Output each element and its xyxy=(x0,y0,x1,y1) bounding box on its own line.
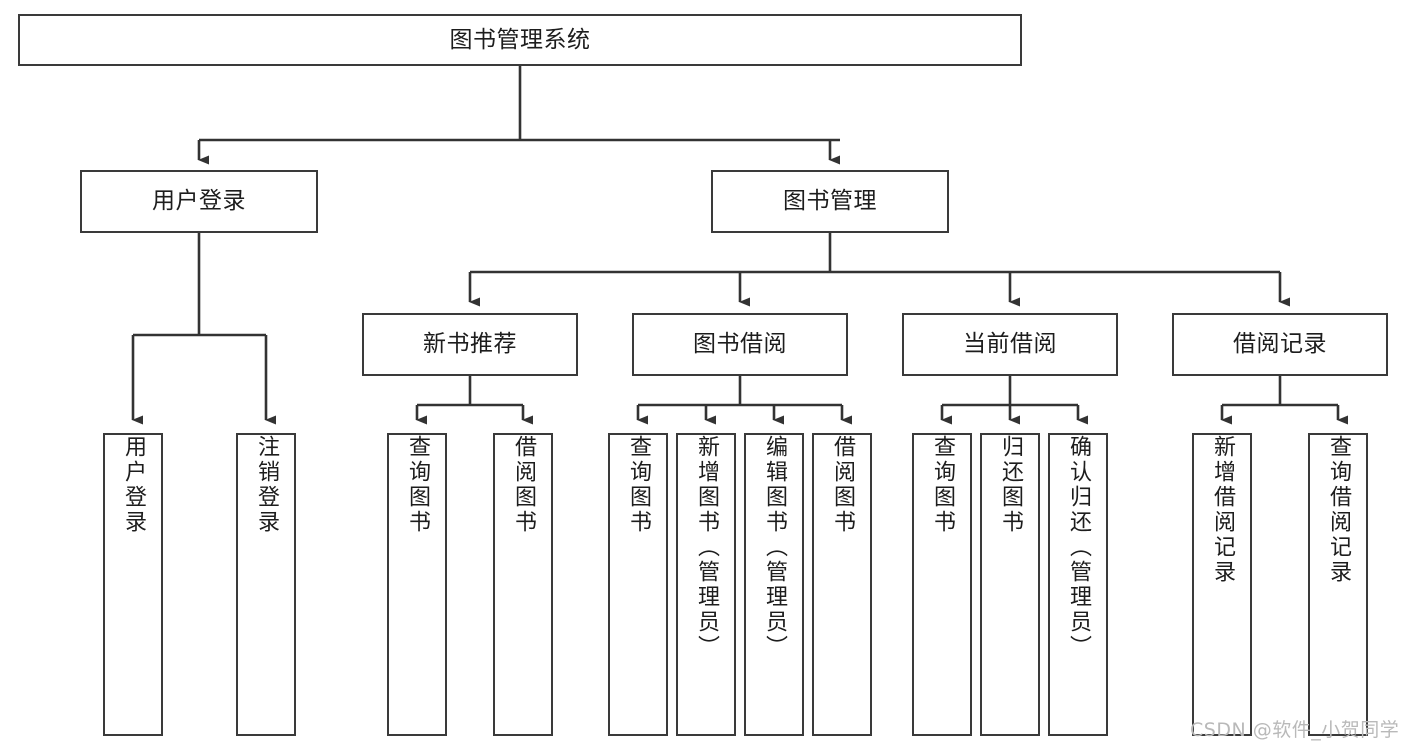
node-new-book-recommend[interactable]: 新书推荐 xyxy=(362,313,578,376)
node-label: 图书管理系统 xyxy=(449,26,591,53)
node-label: 用户登录 xyxy=(121,435,146,535)
node-user-login[interactable]: 用户登录 xyxy=(80,170,318,233)
node-label: 借阅图书 xyxy=(830,435,855,535)
node-label: 图书管理 xyxy=(783,188,877,215)
node-label: 查询借阅记录 xyxy=(1326,435,1351,585)
leaf-confirm-return-admin[interactable]: 确认归还（管理员） xyxy=(1048,433,1108,736)
node-label: 查询图书 xyxy=(930,435,955,535)
node-label: 编辑图书（管理员） xyxy=(762,435,787,660)
node-label: 注销登录 xyxy=(254,435,279,535)
node-label: 借阅图书 xyxy=(511,435,536,535)
leaf-add-book-admin[interactable]: 新增图书（管理员） xyxy=(676,433,736,736)
node-borrow-record[interactable]: 借阅记录 xyxy=(1172,313,1388,376)
leaf-borrow-book-new[interactable]: 借阅图书 xyxy=(493,433,553,736)
node-book-borrow[interactable]: 图书借阅 xyxy=(632,313,848,376)
node-label: 新增图书（管理员） xyxy=(694,435,719,660)
node-label: 查询图书 xyxy=(405,435,430,535)
csdn-watermark: CSDN @软件_小贺同学 xyxy=(1190,719,1400,741)
leaf-query-book-current[interactable]: 查询图书 xyxy=(912,433,972,736)
node-label: 新书推荐 xyxy=(423,331,517,358)
leaf-add-borrow-record[interactable]: 新增借阅记录 xyxy=(1192,433,1252,736)
leaf-user-login[interactable]: 用户登录 xyxy=(103,433,163,736)
node-current-borrow[interactable]: 当前借阅 xyxy=(902,313,1118,376)
node-label: 借阅记录 xyxy=(1233,331,1327,358)
node-label: 确认归还（管理员） xyxy=(1066,435,1091,660)
leaf-return-book[interactable]: 归还图书 xyxy=(980,433,1040,736)
node-label: 新增借阅记录 xyxy=(1210,435,1235,585)
node-label: 图书借阅 xyxy=(693,331,787,358)
node-root-system[interactable]: 图书管理系统 xyxy=(18,14,1022,66)
leaf-query-book-borrow[interactable]: 查询图书 xyxy=(608,433,668,736)
leaf-logout[interactable]: 注销登录 xyxy=(236,433,296,736)
node-label: 用户登录 xyxy=(152,188,246,215)
leaf-query-book-new[interactable]: 查询图书 xyxy=(387,433,447,736)
node-label: 当前借阅 xyxy=(963,331,1057,358)
leaf-edit-book-admin[interactable]: 编辑图书（管理员） xyxy=(744,433,804,736)
node-book-management[interactable]: 图书管理 xyxy=(711,170,949,233)
node-label: 查询图书 xyxy=(626,435,651,535)
node-label: 归还图书 xyxy=(998,435,1023,535)
leaf-query-borrow-record[interactable]: 查询借阅记录 xyxy=(1308,433,1368,736)
leaf-borrow-book[interactable]: 借阅图书 xyxy=(812,433,872,736)
